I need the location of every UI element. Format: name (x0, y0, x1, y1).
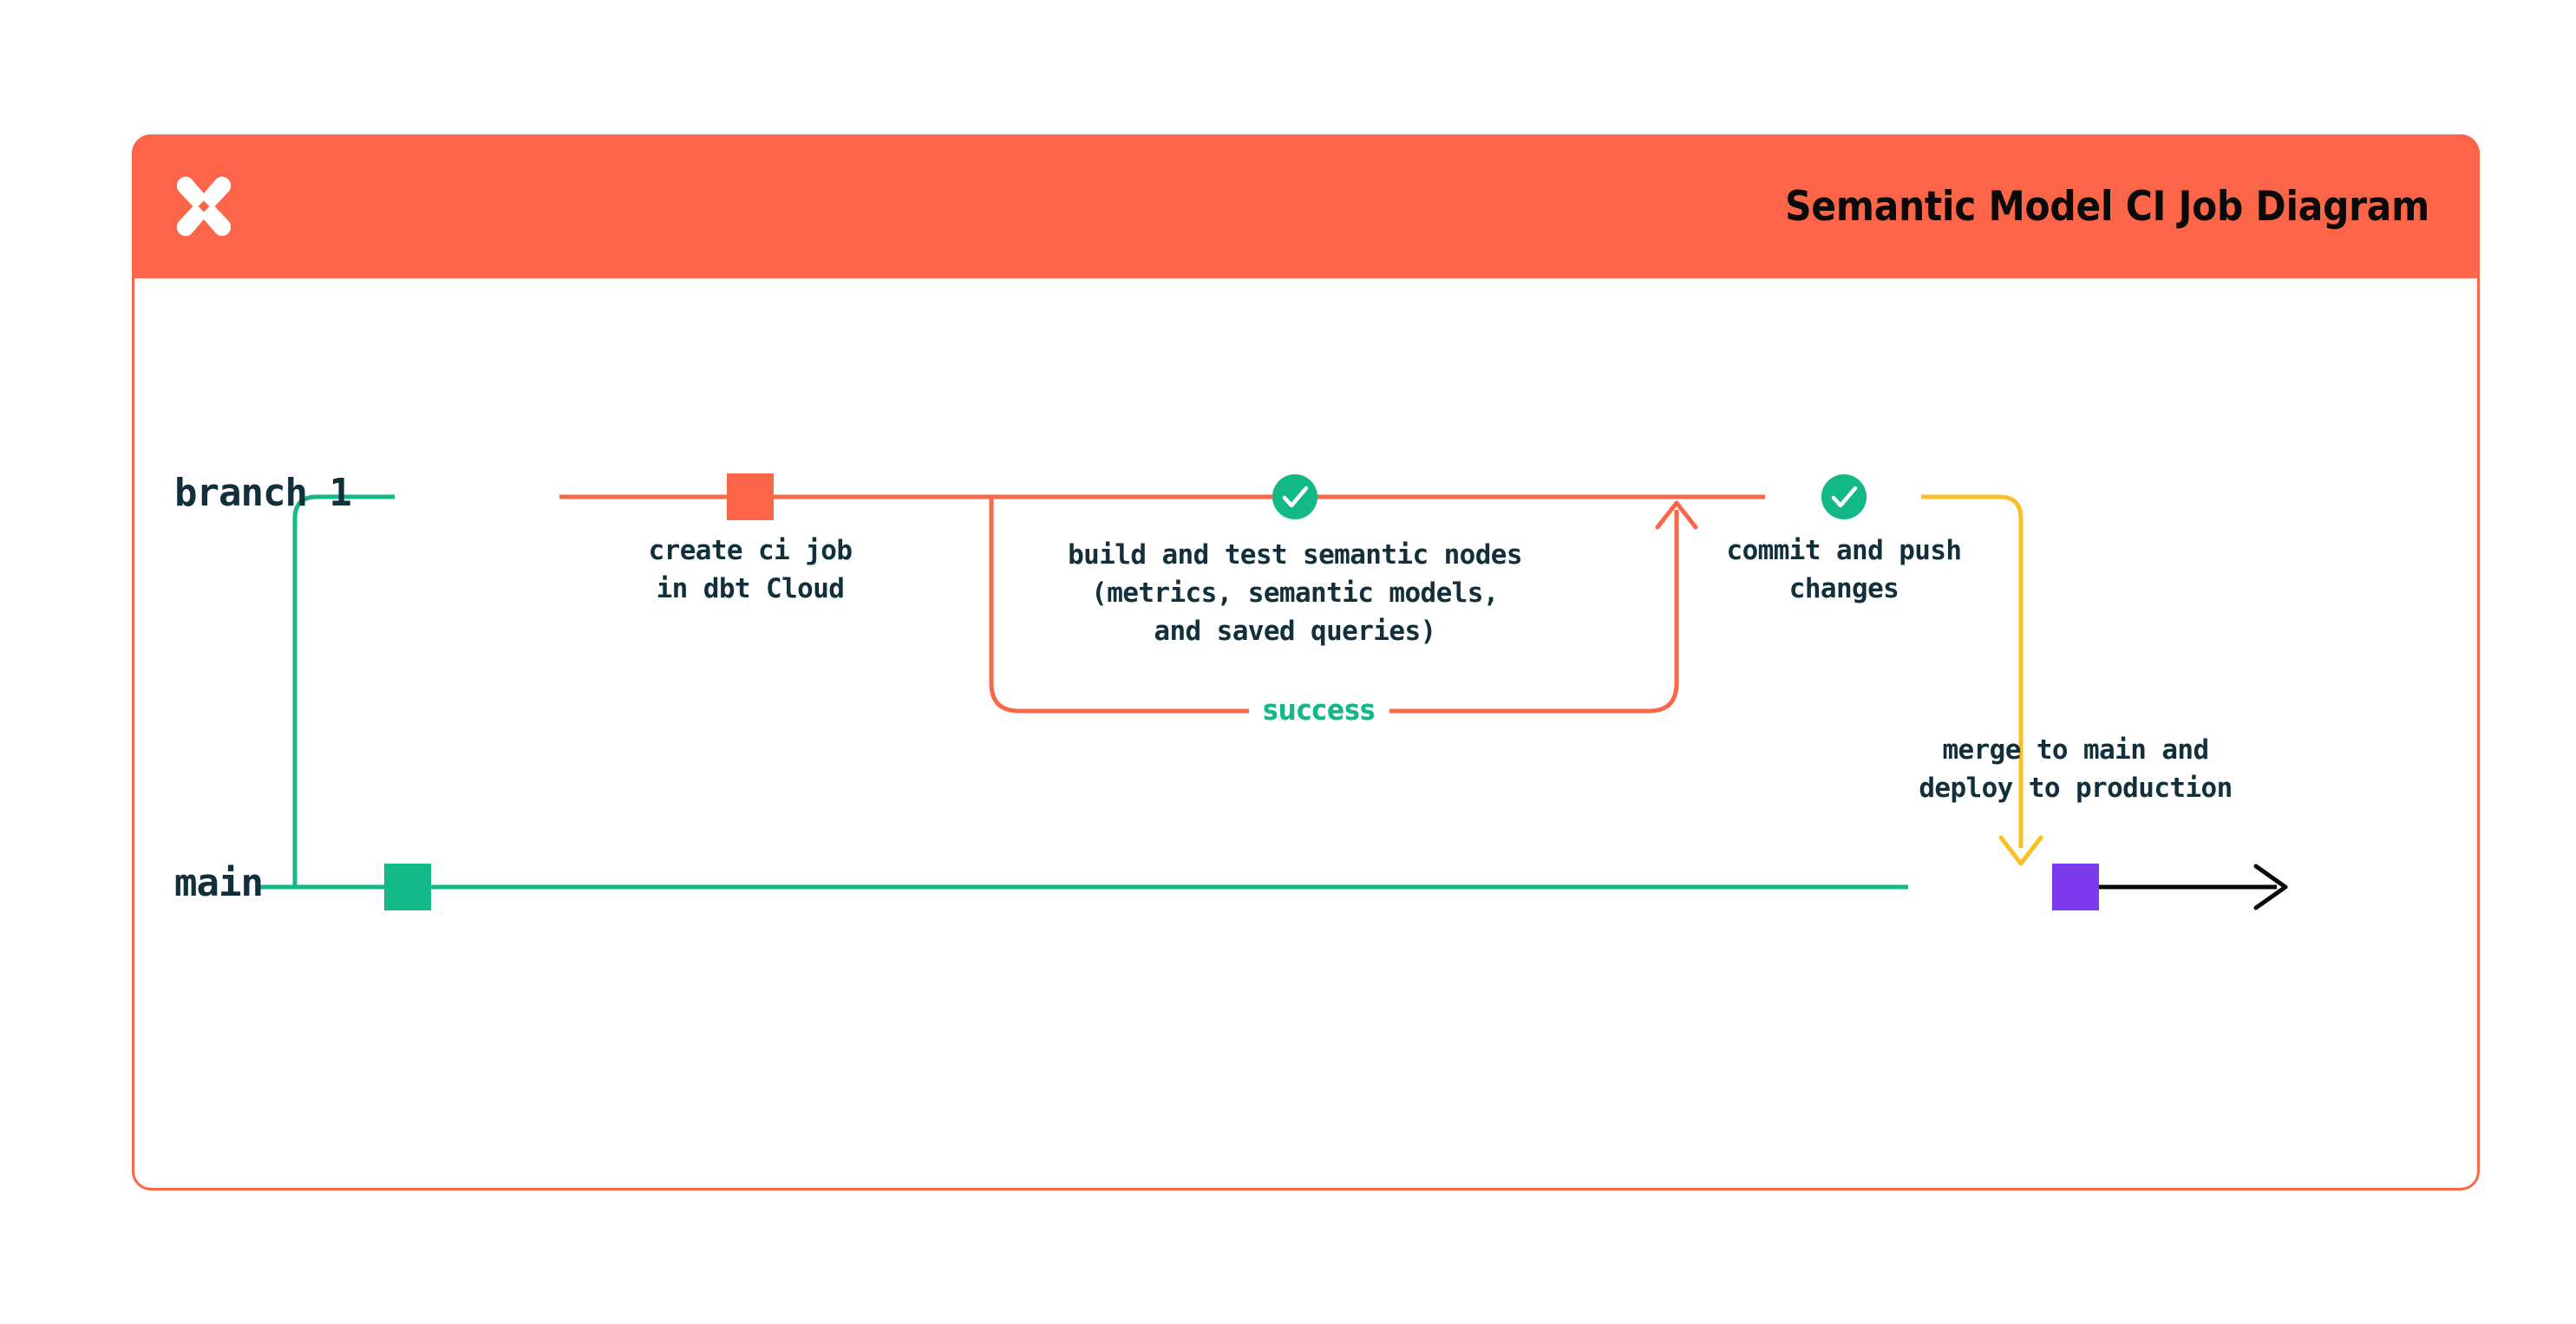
check-mark-icon (1831, 486, 1858, 508)
branch-off-riser (292, 494, 395, 887)
node-caption-commit-and-push: commit and push changes (1726, 535, 1963, 605)
diagram-header: Semantic Model CI Job Diagram (132, 134, 2480, 278)
edge-label-success: success (1249, 693, 1389, 727)
merge-arrowhead-down (1998, 835, 2043, 866)
node-caption-create-ci-job: create ci job in dbt Cloud (648, 535, 853, 605)
lane-label-main: main (174, 861, 264, 905)
main-continues-arrowhead (2253, 864, 2288, 910)
node-build-and-test[interactable] (1272, 474, 1317, 519)
branch-1-merge-descent (1921, 494, 2024, 848)
diagram-card: Semantic Model CI Job Diagram (132, 134, 2480, 1190)
check-mark-icon (1282, 486, 1309, 508)
page-title: Semantic Model CI Job Diagram (1785, 182, 2429, 231)
diagram-canvas: branch 1 main create ci job in dbt Cloud… (134, 137, 2482, 1193)
check-circle-icon (1821, 474, 1867, 519)
node-commit-and-push[interactable] (1821, 474, 1867, 519)
node-caption-build-and-test: build and test semantic nodes (metrics, … (1068, 539, 1522, 648)
node-caption-merge-to-main: merge to main and deploy to production (1919, 734, 2233, 805)
diagram-svg (260, 473, 2288, 910)
lane-label-branch-1: branch 1 (174, 471, 352, 515)
success-loop-arrowhead-up (1655, 500, 1698, 530)
node-main-start[interactable] (384, 864, 431, 910)
dbt-x-logo-icon (176, 176, 232, 237)
check-circle-icon (1272, 474, 1317, 519)
node-create-ci-job[interactable] (727, 473, 774, 520)
node-merge-to-main[interactable] (2052, 864, 2099, 910)
